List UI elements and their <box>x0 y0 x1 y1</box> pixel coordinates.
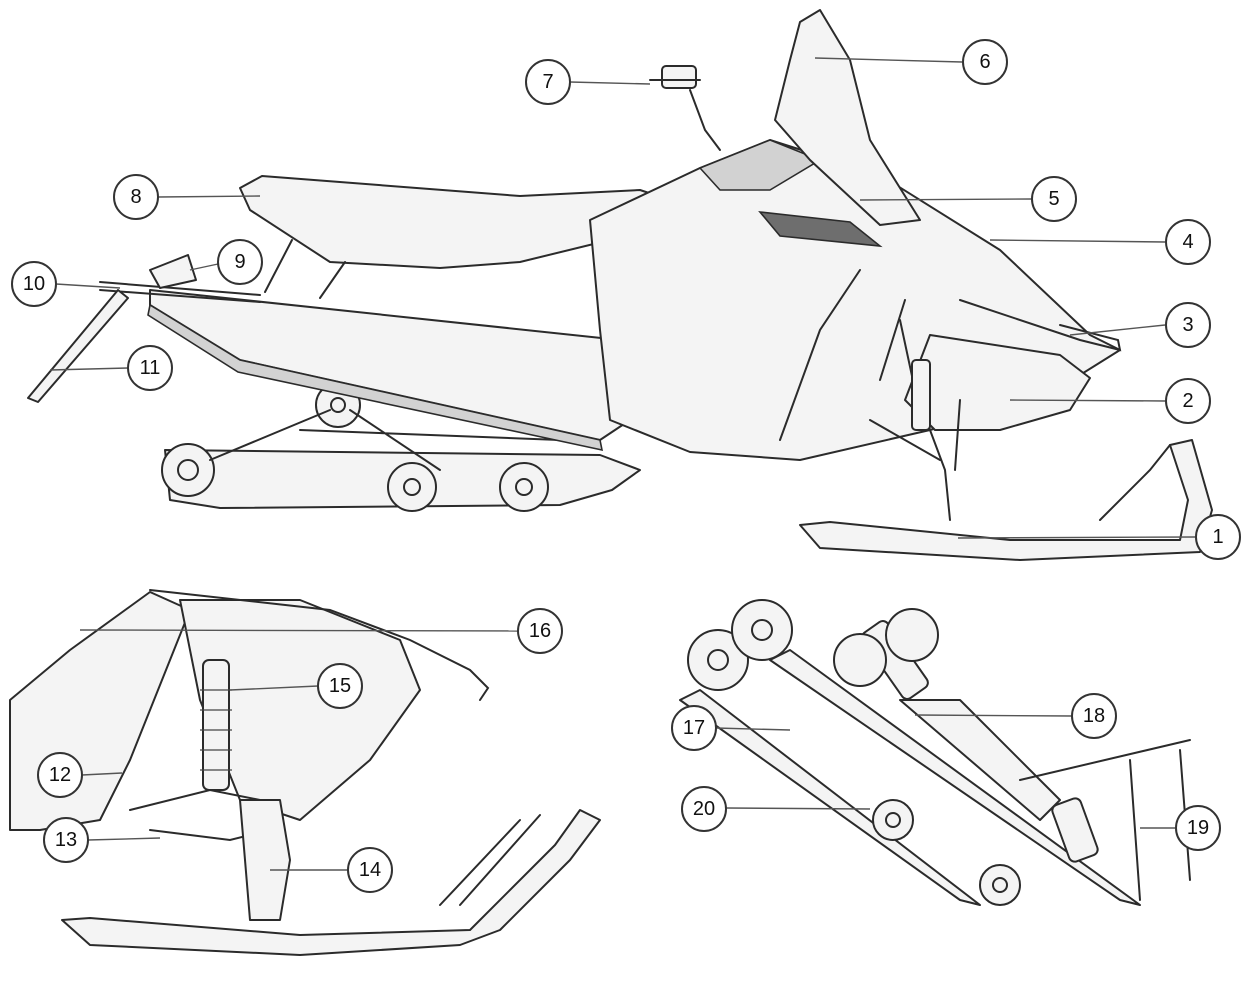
svg-text:4: 4 <box>1182 231 1193 253</box>
callout-19: 19 <box>1175 805 1221 851</box>
callout-9: 9 <box>217 239 263 285</box>
inset-front-shock <box>202 659 230 791</box>
callout-10: 10 <box>11 261 57 307</box>
inset-bumper-bar <box>149 589 490 701</box>
leader-lines <box>49 57 1196 871</box>
svg-text:12: 12 <box>49 764 71 786</box>
callout-8: 8 <box>113 174 159 220</box>
svg-text:8: 8 <box>130 186 141 208</box>
callout-4: 4 <box>1165 219 1211 265</box>
callout-3: 3 <box>1165 302 1211 348</box>
tail-light-drawing <box>149 254 197 289</box>
snow-flap-drawing <box>27 289 129 403</box>
svg-text:2: 2 <box>1182 390 1193 412</box>
callout-13: 13 <box>43 817 89 863</box>
callout-11: 11 <box>127 345 173 391</box>
svg-text:9: 9 <box>234 251 245 273</box>
callout-14: 14 <box>347 847 393 893</box>
inset-rail-left <box>679 689 981 906</box>
svg-text:1: 1 <box>1212 526 1223 548</box>
callout-5: 5 <box>1031 176 1077 222</box>
inset-hood-panel <box>9 591 191 831</box>
callout-15: 15 <box>317 663 363 709</box>
svg-text:7: 7 <box>542 71 553 93</box>
svg-text:3: 3 <box>1182 314 1193 336</box>
svg-text:19: 19 <box>1187 817 1209 839</box>
callout-2: 2 <box>1165 378 1211 424</box>
callout-6: 6 <box>962 39 1008 85</box>
handlebar-drawing <box>689 89 721 151</box>
rear-grab-bar-drawing <box>99 281 261 296</box>
svg-text:13: 13 <box>55 829 77 851</box>
tunnel <box>149 289 631 441</box>
front-bumper-drawing <box>959 299 1122 352</box>
inset-rail-right <box>769 649 1141 906</box>
inset-spindle <box>239 799 291 921</box>
svg-text:20: 20 <box>693 798 715 820</box>
windshield-drawing <box>774 9 921 226</box>
svg-text:15: 15 <box>329 675 351 697</box>
hood-vents <box>758 210 883 248</box>
callout-17: 17 <box>671 705 717 751</box>
svg-text:11: 11 <box>140 357 161 379</box>
svg-text:17: 17 <box>683 717 705 739</box>
callout-1: 1 <box>1195 514 1241 560</box>
inset-ski <box>61 809 601 956</box>
callout-16: 16 <box>517 608 563 654</box>
ski-drawing <box>799 439 1213 561</box>
callout-20: 20 <box>681 786 727 832</box>
inset-torque-arm <box>899 699 1061 821</box>
svg-text:16: 16 <box>529 620 551 642</box>
svg-text:6: 6 <box>979 51 990 73</box>
svg-text:14: 14 <box>359 859 381 881</box>
callout-7: 7 <box>525 59 571 105</box>
svg-text:5: 5 <box>1048 188 1059 210</box>
front-nose <box>904 334 1091 431</box>
front-suspension-inset <box>9 589 601 956</box>
svg-text:10: 10 <box>23 273 45 295</box>
callout-18: 18 <box>1071 693 1117 739</box>
front-shock-drawing <box>911 359 931 431</box>
rear-suspension-inset <box>679 599 1191 906</box>
callout-12: 12 <box>37 752 83 798</box>
svg-text:18: 18 <box>1083 705 1105 727</box>
snowmobile-main-view <box>27 9 1213 561</box>
